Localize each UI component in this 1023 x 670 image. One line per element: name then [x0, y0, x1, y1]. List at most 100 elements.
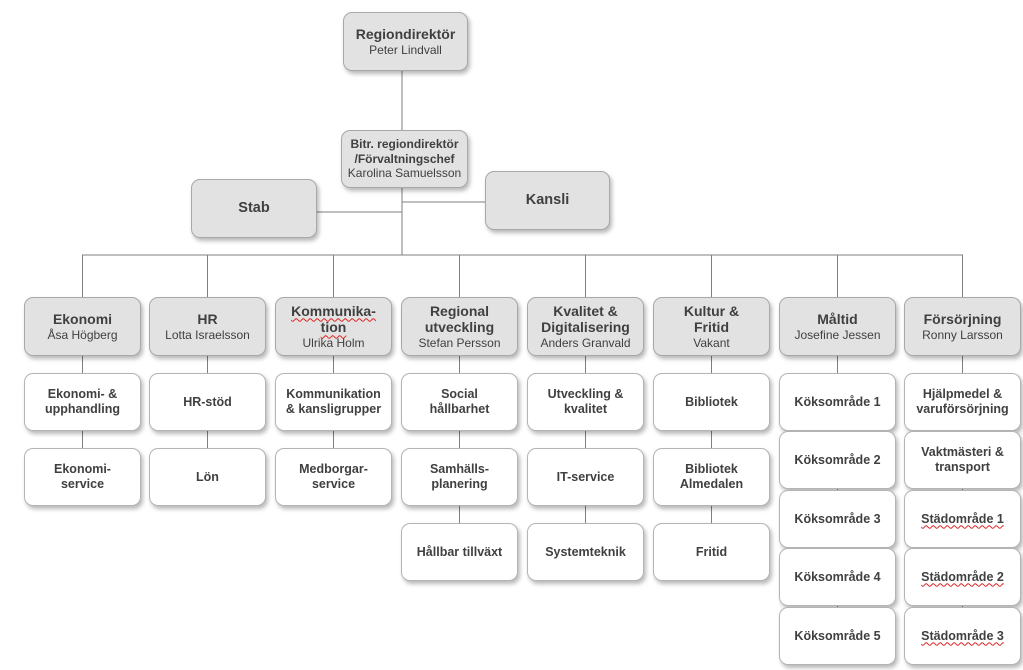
- department-title: Kvalitet &: [553, 302, 618, 319]
- department-head-name: Anders Granvald: [540, 336, 631, 351]
- department-title: Försörjning: [923, 310, 1002, 327]
- kansli-title: Kansli: [525, 191, 570, 208]
- unit-label-line2: Almedalen: [679, 477, 744, 491]
- unit-hjalpmedel-varuforsorjning: Hjälpmedel &varuförsörjning: [904, 373, 1021, 431]
- department-title: Regional: [429, 302, 490, 319]
- department-title-line2: Digitalisering: [541, 319, 630, 336]
- unit-label: Köksområde 4: [794, 569, 881, 584]
- unit-label: Samhälls-: [429, 462, 490, 476]
- unit-ekonomi-service: Ekonomi-service: [24, 448, 141, 506]
- unit-koksomrade-3: Köksområde 3: [779, 490, 896, 548]
- department-head-name: Stefan Persson: [418, 336, 501, 351]
- unit-label-line2: service: [311, 477, 356, 491]
- unit-label: Hållbar tillväxt: [416, 544, 503, 559]
- unit-stadomrade-1: Städområde 1: [904, 490, 1021, 548]
- unit-label: Systemteknik: [545, 544, 626, 559]
- unit-label: Köksområde 1: [794, 394, 881, 409]
- unit-label: Kommunikation: [286, 387, 381, 401]
- department-title-line2: tion: [320, 319, 347, 336]
- department-title: Ekonomi: [52, 310, 113, 327]
- unit-label: Bibliotek: [685, 394, 738, 409]
- unit-vaktmasteri-transport: Vaktmästeri &transport: [904, 431, 1021, 489]
- department-title-line2: Fritid: [694, 319, 729, 336]
- unit-hr-stod: HR-stöd: [149, 373, 266, 431]
- unit-fritid: Fritid: [653, 523, 770, 581]
- department-head-name: Ronny Larsson: [922, 327, 1003, 342]
- unit-label: Städområde 1: [921, 511, 1004, 526]
- unit-koksomrade-1: Köksområde 1: [779, 373, 896, 431]
- unit-label-line2: service: [60, 477, 105, 491]
- unit-label-line2: kvalitet: [563, 402, 608, 416]
- unit-label: Fritid: [695, 544, 728, 559]
- department-title: Måltid: [817, 310, 858, 327]
- unit-label: Medborgar-: [299, 462, 368, 476]
- unit-label: Vaktmästeri &: [921, 445, 1004, 459]
- unit-lon: Lön: [149, 448, 266, 506]
- unit-stadomrade-2: Städområde 2: [904, 548, 1021, 606]
- unit-it-service: IT-service: [527, 448, 644, 506]
- stab-box: Stab: [191, 179, 317, 238]
- unit-label: Lön: [196, 469, 219, 484]
- unit-label: Städområde 3: [921, 628, 1004, 643]
- unit-koksomrade-5: Köksområde 5: [779, 607, 896, 665]
- unit-ekonomi-upphandling: Ekonomi- &upphandling: [24, 373, 141, 431]
- unit-label: Bibliotek: [685, 462, 738, 476]
- department-head-name: Josefine Jessen: [794, 327, 881, 342]
- unit-samhalls-planering: Samhälls-planering: [401, 448, 518, 506]
- unit-label: Hjälpmedel &: [922, 387, 1003, 401]
- unit-label: Köksområde 3: [794, 511, 881, 526]
- unit-utveckling-kvalitet: Utveckling &kvalitet: [527, 373, 644, 431]
- unit-label-line2: hållbarhet: [429, 402, 490, 416]
- unit-label: Social: [441, 387, 478, 401]
- department-head-name: Lotta Israelsson: [165, 327, 250, 342]
- unit-label: Köksområde 5: [794, 628, 881, 643]
- regiondirektor-box: Regiondirektör Peter Lindvall: [343, 12, 468, 71]
- department-title-line2: utveckling: [424, 319, 495, 336]
- unit-label: IT-service: [556, 469, 615, 484]
- unit-koksomrade-2: Köksområde 2: [779, 431, 896, 489]
- regiondirektor-name: Peter Lindvall: [369, 42, 442, 57]
- unit-label: Städområde 2: [921, 569, 1004, 584]
- unit-stadomrade-3: Städområde 3: [904, 607, 1021, 665]
- department-title: HR: [197, 310, 218, 327]
- unit-label-line2: & kansligrupper: [285, 402, 382, 416]
- kansli-box: Kansli: [485, 171, 610, 230]
- unit-label: Utveckling &: [547, 387, 624, 401]
- unit-bibliotek: Bibliotek: [653, 373, 770, 431]
- unit-label-line2: planering: [431, 477, 488, 491]
- department-title: Kultur &: [683, 302, 740, 319]
- unit-koksomrade-4: Köksområde 4: [779, 548, 896, 606]
- unit-label: Köksområde 2: [794, 452, 881, 467]
- department-head-name: Vakant: [693, 336, 730, 351]
- forvaltningschef-title: /Förvaltningschef: [354, 151, 455, 166]
- unit-hallbar-tillvaxt: Hållbar tillväxt: [401, 523, 518, 581]
- bitr-regiondirektor-title: Bitr. regiondirektör: [350, 137, 459, 152]
- unit-medborgar-service: Medborgar-service: [275, 448, 392, 506]
- department-head-name: Ulrika Holm: [302, 336, 365, 351]
- regiondirektor-title: Regiondirektör: [355, 25, 456, 42]
- unit-systemteknik: Systemteknik: [527, 523, 644, 581]
- bitr-regiondirektor-box: Bitr. regiondirektör /Förvaltningschef K…: [341, 130, 468, 188]
- bitr-regiondirektor-name: Karolina Samuelsson: [347, 166, 462, 181]
- department-title: Kommunika-: [291, 302, 376, 319]
- unit-kommunikation-kansligrupper: Kommunikation& kansligrupper: [275, 373, 392, 431]
- unit-label: Ekonomi- &: [47, 387, 118, 401]
- department-head-name: Åsa Högberg: [47, 327, 118, 342]
- stab-title: Stab: [238, 199, 270, 216]
- unit-label: HR-stöd: [183, 394, 232, 409]
- unit-label-line2: upphandling: [45, 402, 120, 416]
- unit-label: Ekonomi-: [54, 462, 111, 476]
- unit-label-line2: varuförsörjning: [916, 402, 1009, 416]
- unit-label-line2: transport: [935, 460, 990, 474]
